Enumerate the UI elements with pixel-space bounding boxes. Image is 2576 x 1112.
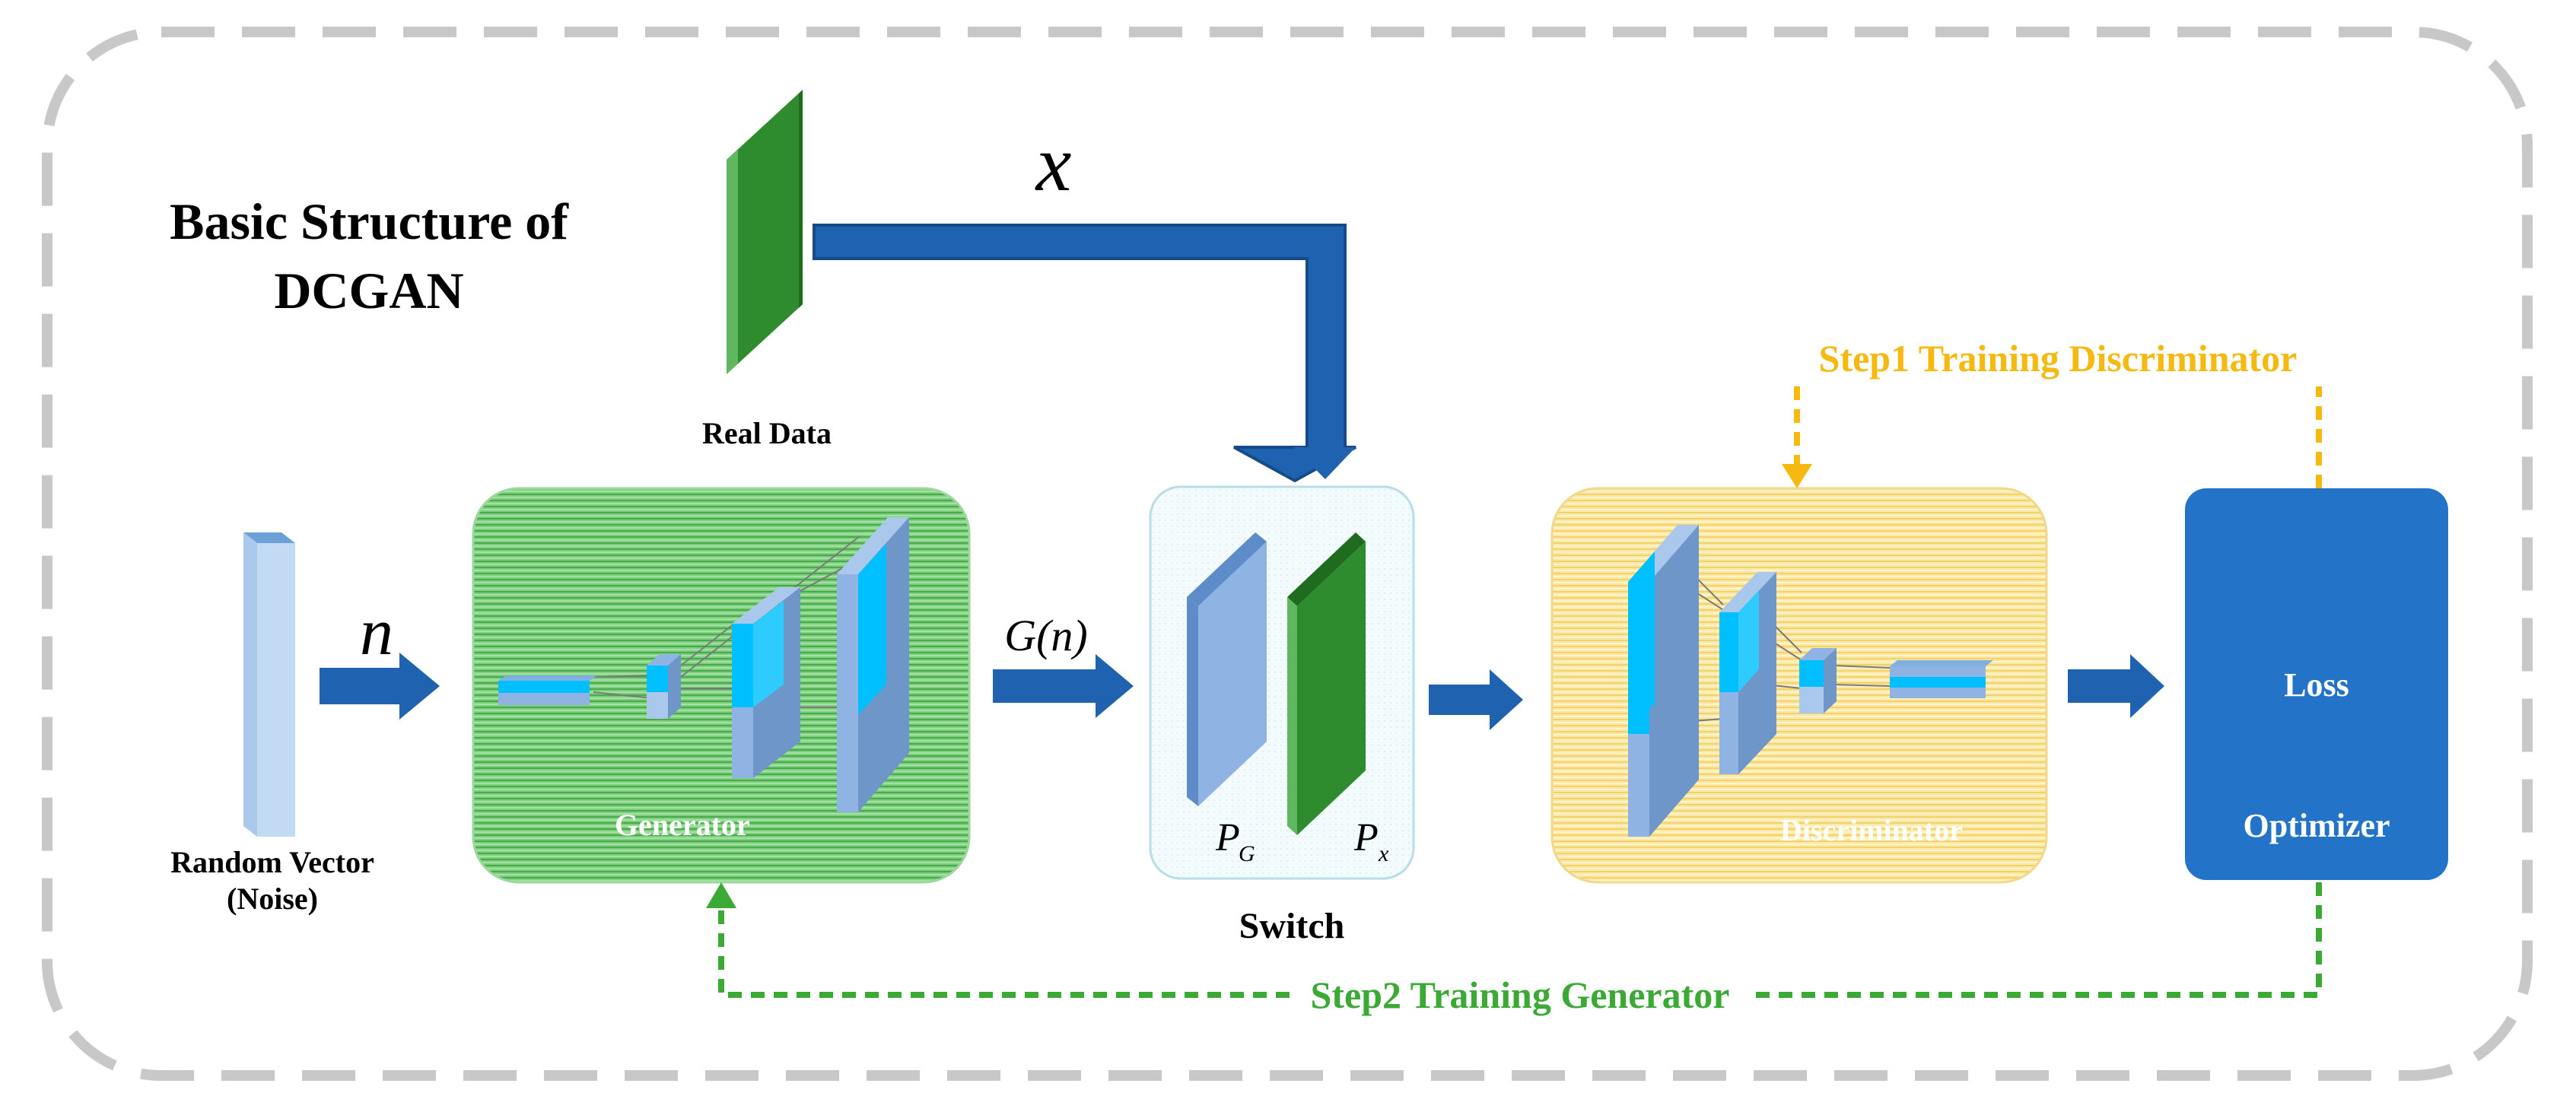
step1-feedback-path: [1782, 386, 2322, 488]
diagram-title-line1: Basic Structure of: [170, 192, 569, 250]
switch-to-discriminator-arrow: [1429, 669, 1523, 730]
noise-symbol: n: [360, 596, 393, 669]
noise-label-line2: (Noise): [227, 882, 318, 916]
switch-px-symbol: P x: [1353, 816, 1389, 866]
real-data-symbol: x: [1035, 119, 1072, 208]
loss-optimizer-box: [2185, 488, 2448, 880]
diagram-title-line2: DCGAN: [274, 262, 463, 319]
noise-vector: [243, 532, 295, 837]
step2-feedback-path: [706, 882, 2322, 998]
optimizer-label: Optimizer: [2243, 807, 2390, 844]
switch-label: Switch: [1239, 906, 1345, 946]
step1-label: Step1 Training Discriminator: [1819, 337, 2298, 380]
generator-label: Generator: [615, 808, 750, 842]
generator-to-switch-arrow: [993, 654, 1134, 718]
switch-pg-slab: [1187, 532, 1267, 806]
loss-label: Loss: [2284, 666, 2349, 704]
noise-to-generator-arrow: [320, 653, 440, 720]
svg-text:G: G: [1239, 841, 1255, 866]
svg-text:P: P: [1215, 816, 1240, 859]
discriminator-layers: [1628, 525, 1993, 837]
noise-label-line1: Random Vector: [170, 845, 374, 879]
discriminator-to-loss-arrow: [2068, 654, 2164, 718]
real-data-slab: [727, 90, 803, 374]
discriminator-label: Discriminator: [1780, 813, 1963, 847]
real-data-label: Real Data: [702, 416, 832, 450]
switch-px-slab: [1287, 532, 1366, 835]
generator-layers: [498, 517, 909, 812]
switch-pg-symbol: P G: [1215, 816, 1255, 866]
generator-output-symbol: G(n): [1004, 611, 1088, 660]
step2-label: Step2 Training Generator: [1311, 974, 1730, 1016]
real-data-arrow: [813, 224, 1356, 483]
outer-frame: [42, 27, 2533, 1081]
svg-text:x: x: [1378, 841, 1389, 866]
svg-text:P: P: [1353, 816, 1379, 859]
